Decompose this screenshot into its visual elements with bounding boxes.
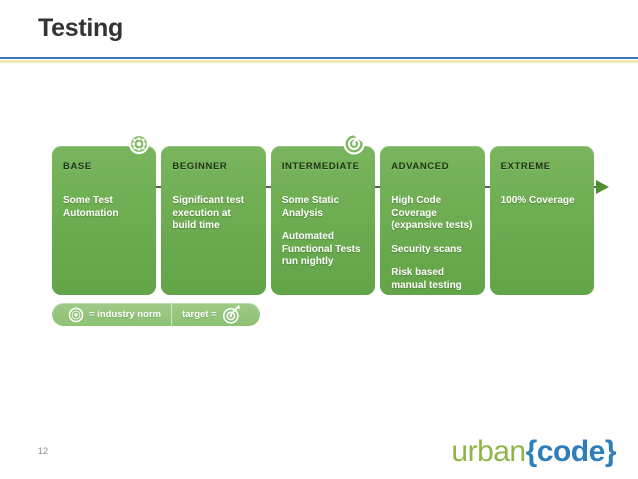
maturity-stage-list: BASE Some Test Automation BEGINNER Signi…: [52, 146, 595, 295]
logo-word-code: {code}: [525, 435, 617, 468]
stage-body: High Code Coverage (expansive tests) Sec…: [380, 186, 484, 292]
target-icon: [222, 305, 241, 324]
stage-line: Some Test Automation: [63, 195, 119, 219]
urbancode-logo: urban{code}: [451, 437, 616, 467]
divider-rule-white: [0, 59, 638, 60]
legend-target-label: target =: [182, 309, 217, 320]
logo-word-urban: urban: [451, 435, 526, 468]
stage-beginner[interactable]: BEGINNER Significant test execution at b…: [161, 146, 266, 295]
legend-industry-norm-label: = industry norm: [89, 309, 162, 320]
diagram-legend: = industry norm target =: [52, 303, 260, 326]
divider-rule-blue: [0, 57, 638, 59]
stage-line: Significant test execution at build time: [172, 195, 245, 231]
stage-body: Significant test execution at build time: [161, 186, 265, 233]
stage-extreme[interactable]: EXTREME 100% Coverage: [489, 146, 595, 295]
arrow-right-icon: [596, 180, 609, 194]
legend-target: target =: [171, 303, 251, 326]
title-divider: [0, 57, 638, 65]
target-marker: [342, 129, 368, 155]
legend-industry-norm: = industry norm: [58, 303, 171, 326]
stage-header-label: BASE: [63, 160, 92, 172]
stage-header-label: BEGINNER: [172, 160, 228, 172]
stage-header-label: INTERMEDIATE: [281, 160, 360, 172]
stage-line: Some Static Analysis: [281, 195, 340, 219]
industry-norm-marker: [128, 133, 150, 155]
stage-line: Risk based manual testing: [391, 267, 462, 291]
gear-icon: [68, 307, 84, 323]
stage-body: 100% Coverage: [490, 186, 594, 208]
page-title: Testing: [38, 14, 123, 42]
stage-line: Security scans: [391, 243, 462, 255]
stage-header-label: ADVANCED: [391, 160, 450, 172]
stage-header-label: EXTREME: [500, 160, 551, 172]
stage-advanced[interactable]: ADVANCED High Code Coverage (expansive t…: [380, 146, 485, 295]
divider-rule-cream: [0, 60, 638, 63]
stage-line: High Code Coverage (expansive tests): [391, 195, 473, 231]
stage-body: Some Static Analysis Automated Functiona…: [271, 186, 375, 269]
stage-intermediate[interactable]: INTERMEDIATE Some Static Analysis Automa…: [270, 146, 376, 295]
stage-line: 100% Coverage: [500, 195, 575, 206]
page-number: 12: [38, 446, 49, 456]
testing-maturity-diagram: BASE Some Test Automation BEGINNER Signi…: [52, 129, 612, 301]
stage-line: Automated Functional Tests run nightly: [281, 231, 361, 267]
stage-base[interactable]: BASE Some Test Automation: [52, 146, 157, 295]
stage-body: Some Test Automation: [52, 186, 156, 220]
